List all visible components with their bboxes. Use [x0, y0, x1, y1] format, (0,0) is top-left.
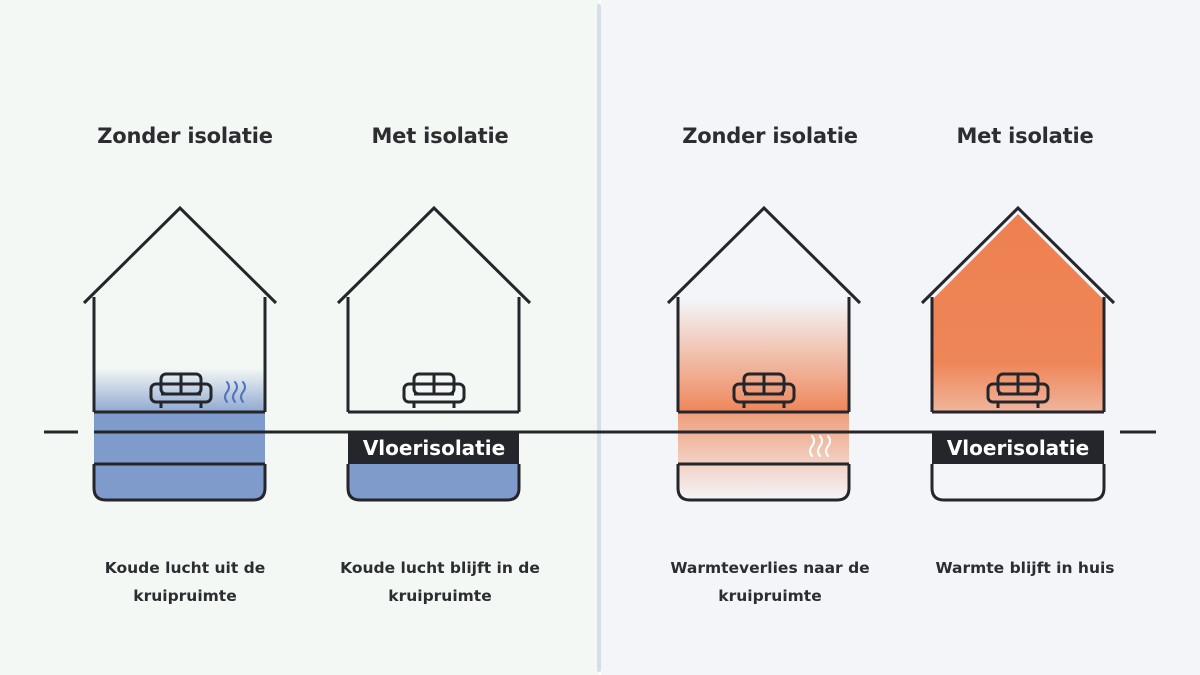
house-3: [668, 208, 860, 500]
crawlspace-cold: [94, 412, 265, 500]
sofa-icon: [988, 374, 1048, 408]
sofa-icon: [734, 374, 794, 408]
insulation-label: Vloerisolatie: [363, 436, 505, 460]
house-4: Vloerisolatie: [922, 208, 1114, 500]
house-1: [84, 208, 276, 500]
house1-caption: Koude lucht uit de kruipruimte: [70, 554, 300, 610]
crawlspace-warm: [678, 412, 849, 500]
house3-caption: Warmteverlies naar de kruipruimte: [655, 554, 885, 610]
insulation-label: Vloerisolatie: [947, 436, 1089, 460]
crawlspace-cold: [348, 464, 519, 500]
roof: [668, 208, 860, 303]
sofa-icon: [404, 374, 464, 408]
roof: [84, 208, 276, 303]
sofa-icon: [151, 374, 211, 408]
house2-caption: Koude lucht blijft in de kruipruimte: [325, 554, 555, 610]
house4-caption: Warmte blijft in huis: [910, 554, 1140, 582]
house-2: Vloerisolatie: [338, 208, 530, 500]
roof: [338, 208, 530, 303]
